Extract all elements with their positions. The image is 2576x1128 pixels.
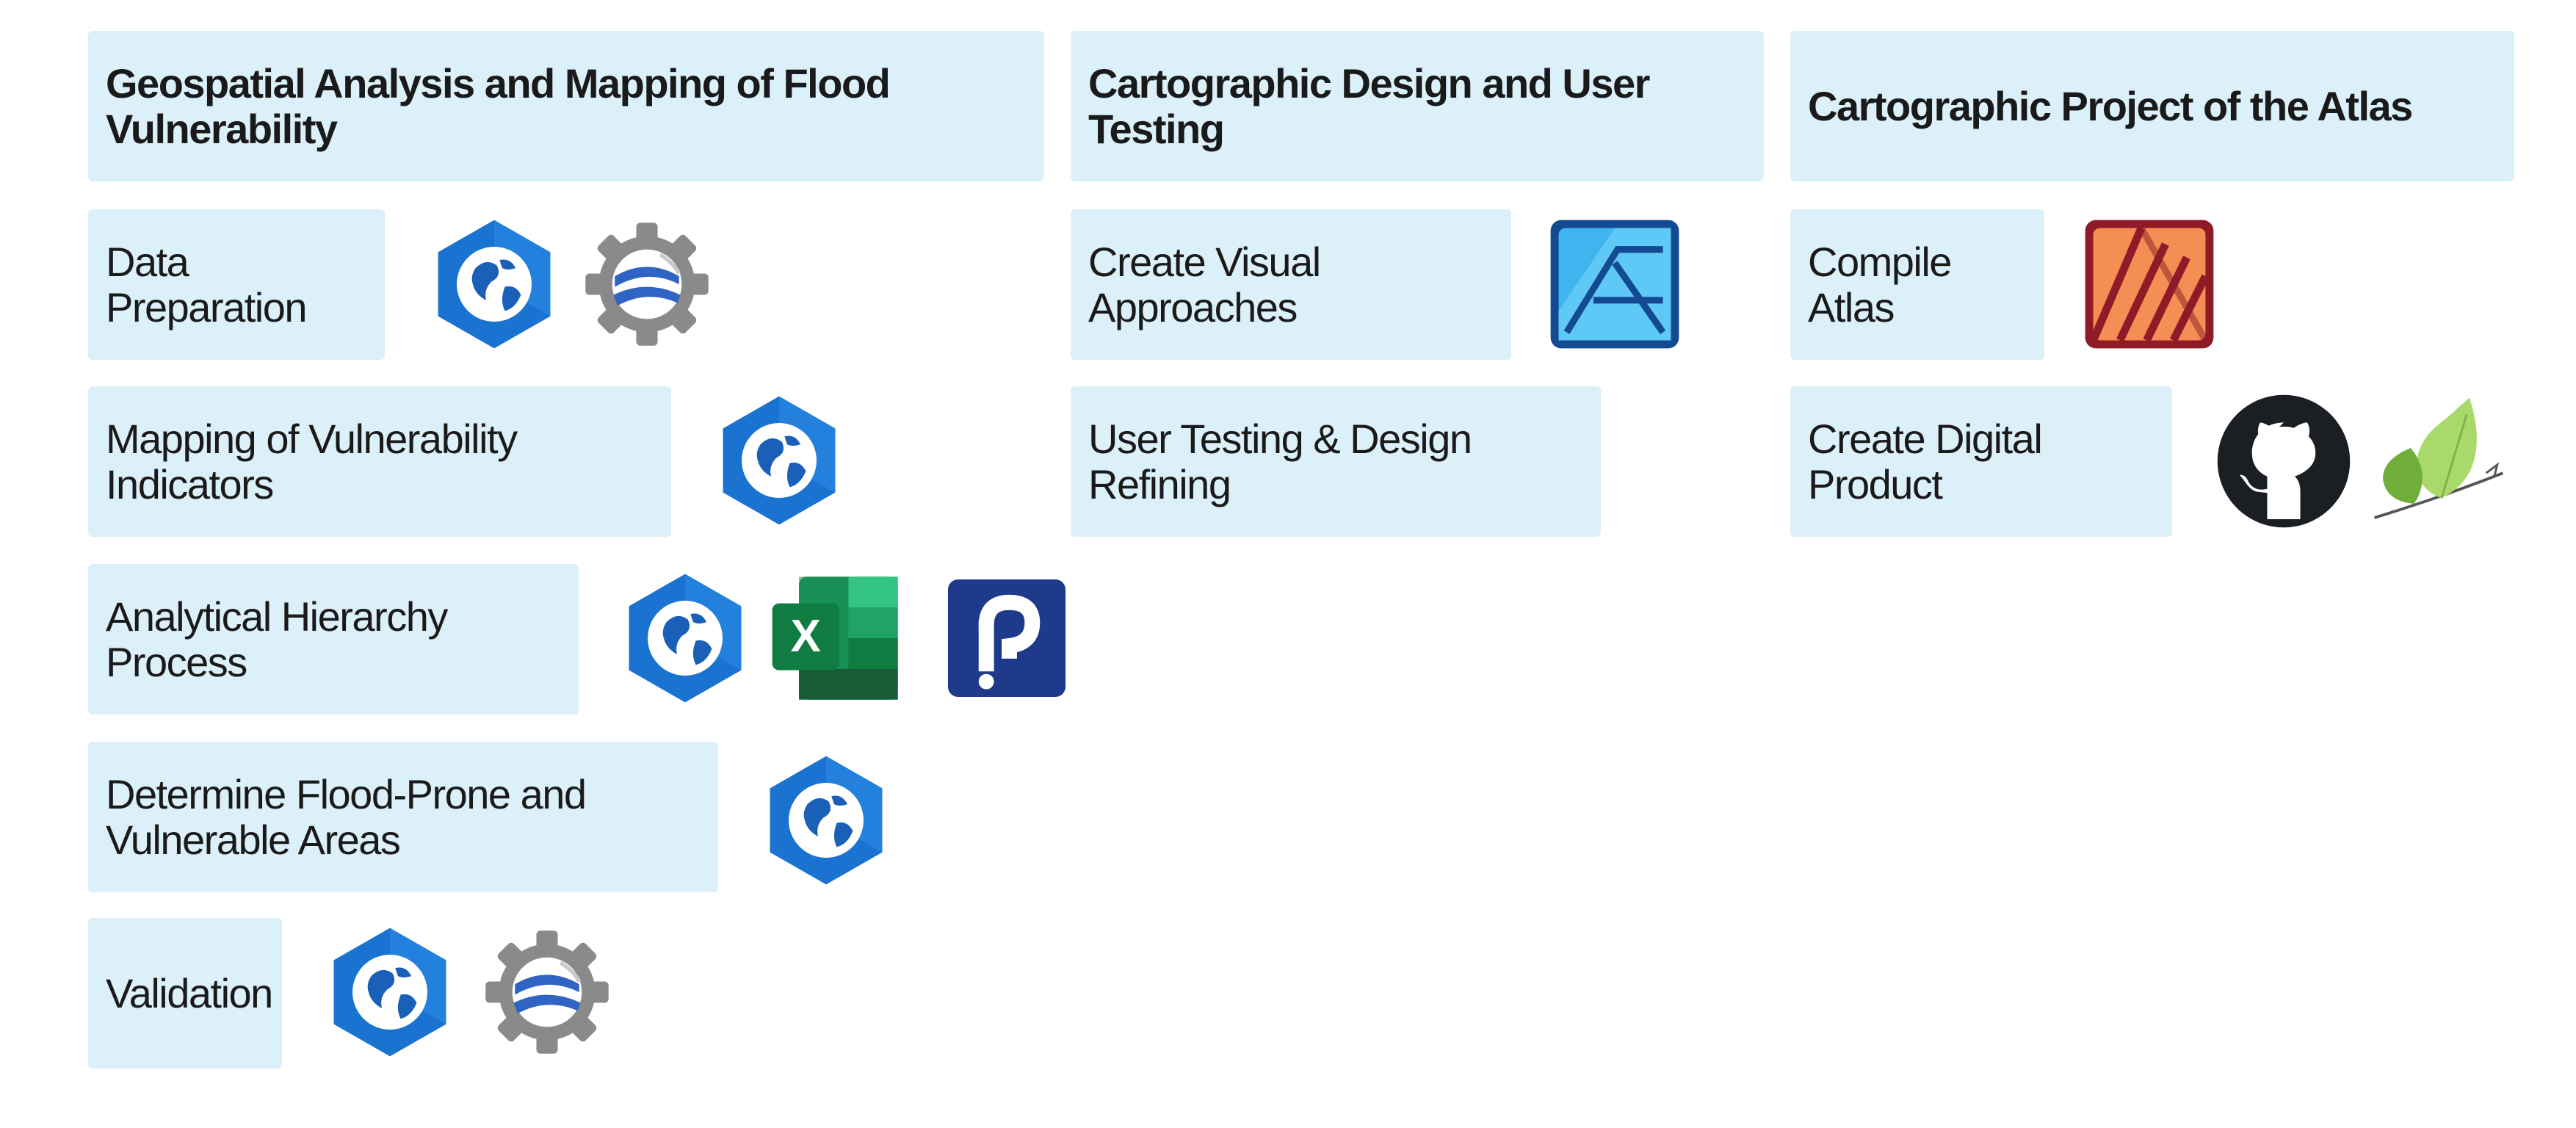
step-label: User Testing & Design Refining — [1088, 415, 1472, 507]
leaflet-icon — [2369, 392, 2508, 532]
step-label: Data Preparation — [106, 238, 308, 330]
header-label: Cartographic Design and User Testing — [1088, 59, 1650, 152]
google-earth-engine-icon — [480, 925, 614, 1059]
header-label: Cartographic Project of the Atlas — [1808, 82, 2413, 129]
header-label: Geospatial Analysis and Mapping of Flood… — [106, 59, 891, 152]
step-label: Analytical Hierarchy Process — [106, 593, 448, 685]
step-label: Create Digital Product — [1808, 415, 2043, 507]
arcgis-pro-icon — [759, 753, 893, 887]
step-mapping-vulnerability-indicators: Mapping of Vulnerability Indicators — [88, 386, 671, 537]
step-label: Compile Atlas — [1808, 238, 1952, 330]
step-label: Create Visual Approaches — [1088, 238, 1321, 330]
step-validation: Validation — [88, 918, 282, 1069]
pdf-tool-icon — [943, 574, 1071, 702]
step-compile-atlas: Compile Atlas — [1790, 209, 2044, 360]
google-earth-engine-icon — [580, 217, 714, 351]
excel-icon — [770, 571, 903, 705]
header-cartographic-project: Cartographic Project of the Atlas — [1790, 31, 2514, 181]
step-analytical-hierarchy-process: Analytical Hierarchy Process — [88, 564, 579, 715]
arcgis-pro-icon — [427, 217, 561, 351]
header-cartographic-design: Cartographic Design and User Testing — [1071, 31, 1764, 181]
header-geospatial-analysis: Geospatial Analysis and Mapping of Flood… — [88, 31, 1044, 181]
affinity-designer-icon — [1548, 217, 1682, 351]
affinity-publisher-icon — [2083, 217, 2216, 351]
arcgis-pro-icon — [712, 394, 846, 527]
step-label: Determine Flood-Prone and Vulnerable Are… — [106, 770, 587, 863]
step-create-digital-product: Create Digital Product — [1790, 386, 2172, 537]
github-icon — [2215, 392, 2353, 530]
arcgis-pro-icon — [618, 571, 752, 705]
step-create-visual-approaches: Create Visual Approaches — [1071, 209, 1511, 360]
step-user-testing: User Testing & Design Refining — [1071, 386, 1601, 537]
step-data-preparation: Data Preparation — [88, 209, 385, 360]
step-flood-prone-areas: Determine Flood-Prone and Vulnerable Are… — [88, 742, 718, 892]
step-label: Mapping of Vulnerability Indicators — [106, 415, 518, 507]
step-label: Validation — [106, 969, 273, 1016]
arcgis-pro-icon — [323, 925, 457, 1059]
